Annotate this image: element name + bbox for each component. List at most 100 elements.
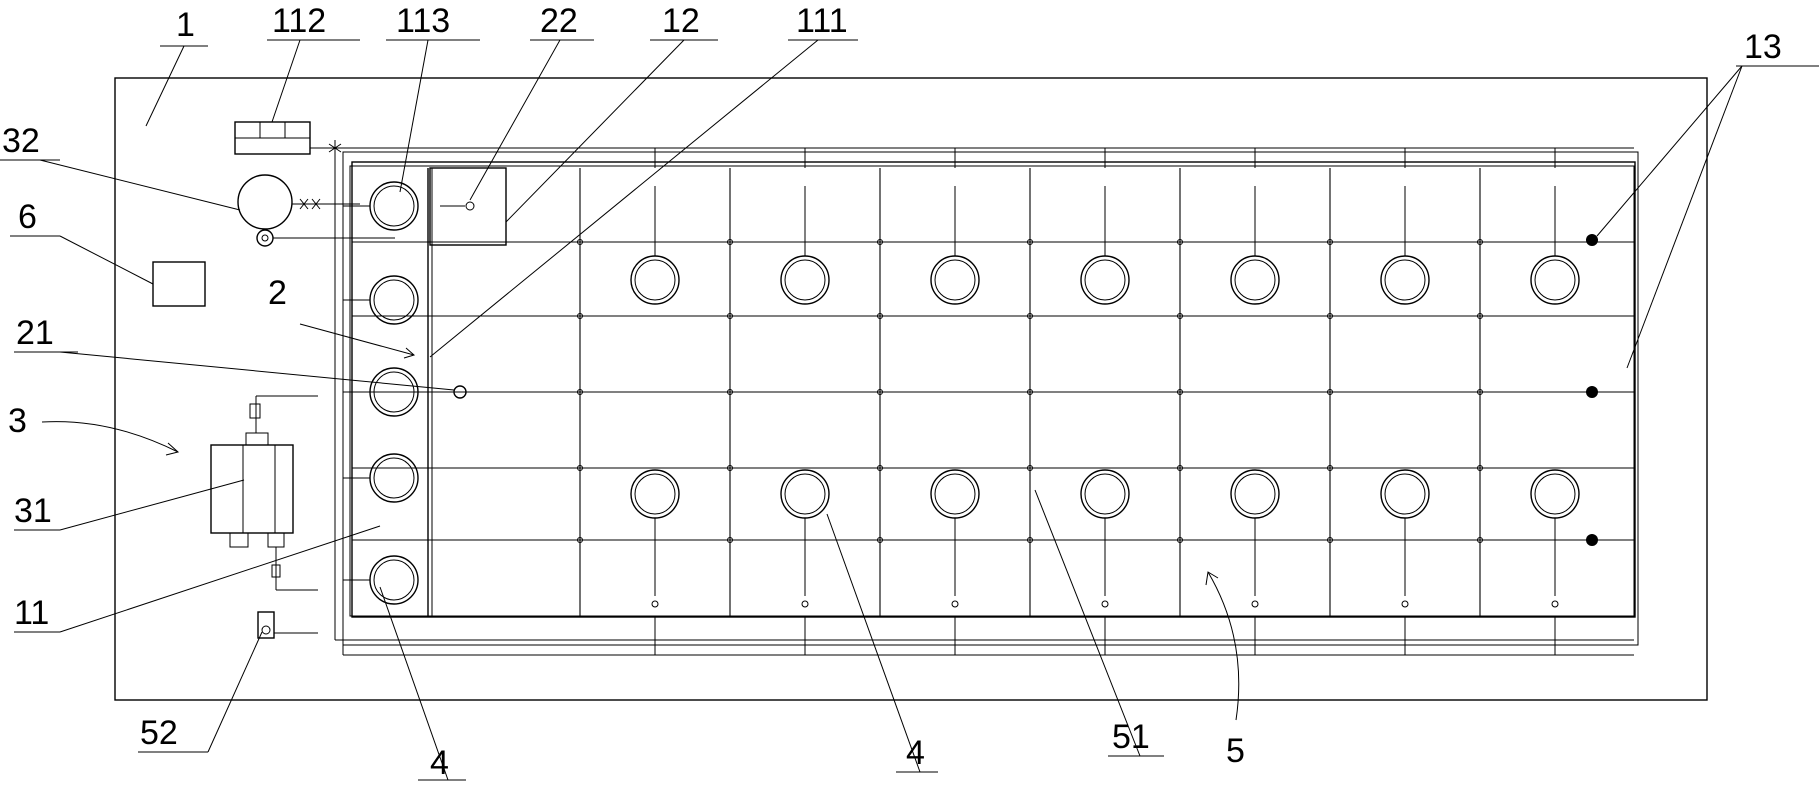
grid-node-2-1 (877, 313, 883, 319)
grid-node-1-3 (727, 465, 733, 471)
bottom-valve-0 (651, 600, 659, 608)
label-51: 51 (1112, 718, 1150, 756)
leader-2-arrowhead (403, 347, 416, 359)
grid-node-5-4 (1327, 537, 1333, 543)
leader-113 (399, 39, 429, 193)
label-31: 31 (14, 492, 52, 530)
tank-1-1 (780, 469, 830, 519)
label-22: 22 (540, 2, 578, 40)
leader-3-arrow (41, 421, 179, 453)
grid-node-5-1 (1327, 313, 1333, 319)
tank-0-1 (780, 255, 830, 305)
leader-6 (59, 235, 154, 285)
grid-node-3-2 (1027, 389, 1033, 395)
label-11: 11 (14, 594, 49, 632)
tank-0-3 (1080, 255, 1130, 305)
leader-5-arrowhead (1205, 571, 1219, 586)
grid-node-5-3 (1327, 465, 1333, 471)
grid-node-1-1 (727, 313, 733, 319)
grid-node-6-2 (1477, 389, 1483, 395)
label-4a: 4 (430, 744, 449, 782)
grid-node-1-2 (727, 389, 733, 395)
left-tank-circles (343, 181, 419, 605)
left-tank-1 (369, 275, 419, 325)
grid-node-3-4 (1027, 537, 1033, 543)
component-52-port (261, 625, 271, 635)
leader-51 (1034, 489, 1141, 757)
filter-inlet-valve (249, 403, 261, 419)
filter-unit-31-top (245, 432, 269, 446)
bottom-valve-3 (1101, 600, 1109, 608)
leader-31 (59, 479, 245, 531)
tank-inner-0-2 (934, 259, 976, 301)
left-tank-0 (369, 181, 419, 231)
leader-4a (379, 586, 449, 781)
grid-node-4-3 (1177, 465, 1183, 471)
control-box (429, 167, 507, 246)
label-12: 12 (662, 2, 700, 40)
bottom-valve-4 (1251, 600, 1259, 608)
sensor-dot-3 (1586, 534, 1598, 546)
grid-node-0-1 (577, 313, 583, 319)
tank-inner-1-6 (1534, 473, 1576, 515)
pipe-grid (352, 148, 1634, 655)
label-5: 5 (1226, 732, 1245, 770)
filter-unit-31-foot-b (267, 532, 285, 548)
left-tank-inner-0 (373, 185, 415, 227)
leader-111 (429, 39, 819, 358)
tank-1-2 (930, 469, 980, 519)
grid-node-3-0 (1027, 239, 1033, 245)
grid-node-0-0 (577, 239, 583, 245)
tank-0-4 (1230, 255, 1280, 305)
grid-node-4-4 (1177, 537, 1183, 543)
label-112: 112 (272, 2, 326, 40)
grid-node-5-0 (1327, 239, 1333, 245)
label-13: 13 (1744, 28, 1782, 66)
grid-node-2-0 (877, 239, 883, 245)
tank-inner-1-1 (784, 473, 826, 515)
tank-inner-0-1 (784, 259, 826, 301)
grid-node-5-2 (1327, 389, 1333, 395)
leader-13-b (1626, 65, 1743, 369)
label-113: 113 (396, 2, 450, 40)
filter-unit-31 (210, 444, 294, 534)
tank-1-0 (630, 469, 680, 519)
leader-5-arrow (1207, 571, 1240, 721)
bottom-valve-6 (1551, 600, 1559, 608)
grid-node-2-4 (877, 537, 883, 543)
tank-1-6 (1530, 469, 1580, 519)
tank-0-6 (1530, 255, 1580, 305)
pump-32-valves (299, 198, 321, 210)
label-4b: 4 (906, 734, 925, 772)
label-2: 2 (268, 274, 287, 312)
tank-inner-1-2 (934, 473, 976, 515)
tank-inner-0-4 (1234, 259, 1276, 301)
grid-node-0-4 (577, 537, 583, 543)
label-111: 111 (796, 2, 848, 40)
grid-node-1-4 (727, 537, 733, 543)
leader-21 (59, 351, 455, 391)
component-6 (152, 261, 206, 307)
tank-inner-0-6 (1534, 259, 1576, 301)
tank-1-5 (1380, 469, 1430, 519)
tank-inner-1-0 (634, 473, 676, 515)
bottom-valve-5 (1401, 600, 1409, 608)
leader-13-a (1596, 65, 1743, 237)
grid-node-4-1 (1177, 313, 1183, 319)
grid-node-1-0 (727, 239, 733, 245)
tank-inner-0-5 (1384, 259, 1426, 301)
pump-32-motor (256, 229, 274, 247)
leader-4b (826, 513, 921, 773)
grid-node-6-3 (1477, 465, 1483, 471)
left-tank-3 (369, 453, 419, 503)
tank-inner-1-3 (1084, 473, 1126, 515)
tank-circles (630, 186, 1580, 596)
label-32: 32 (2, 122, 40, 160)
tank-inner-1-5 (1384, 473, 1426, 515)
tank-inner-0-3 (1084, 259, 1126, 301)
sensor-dot-2 (1586, 386, 1598, 398)
filter-unit-31-core (242, 444, 276, 534)
pool-outline (351, 161, 1636, 618)
